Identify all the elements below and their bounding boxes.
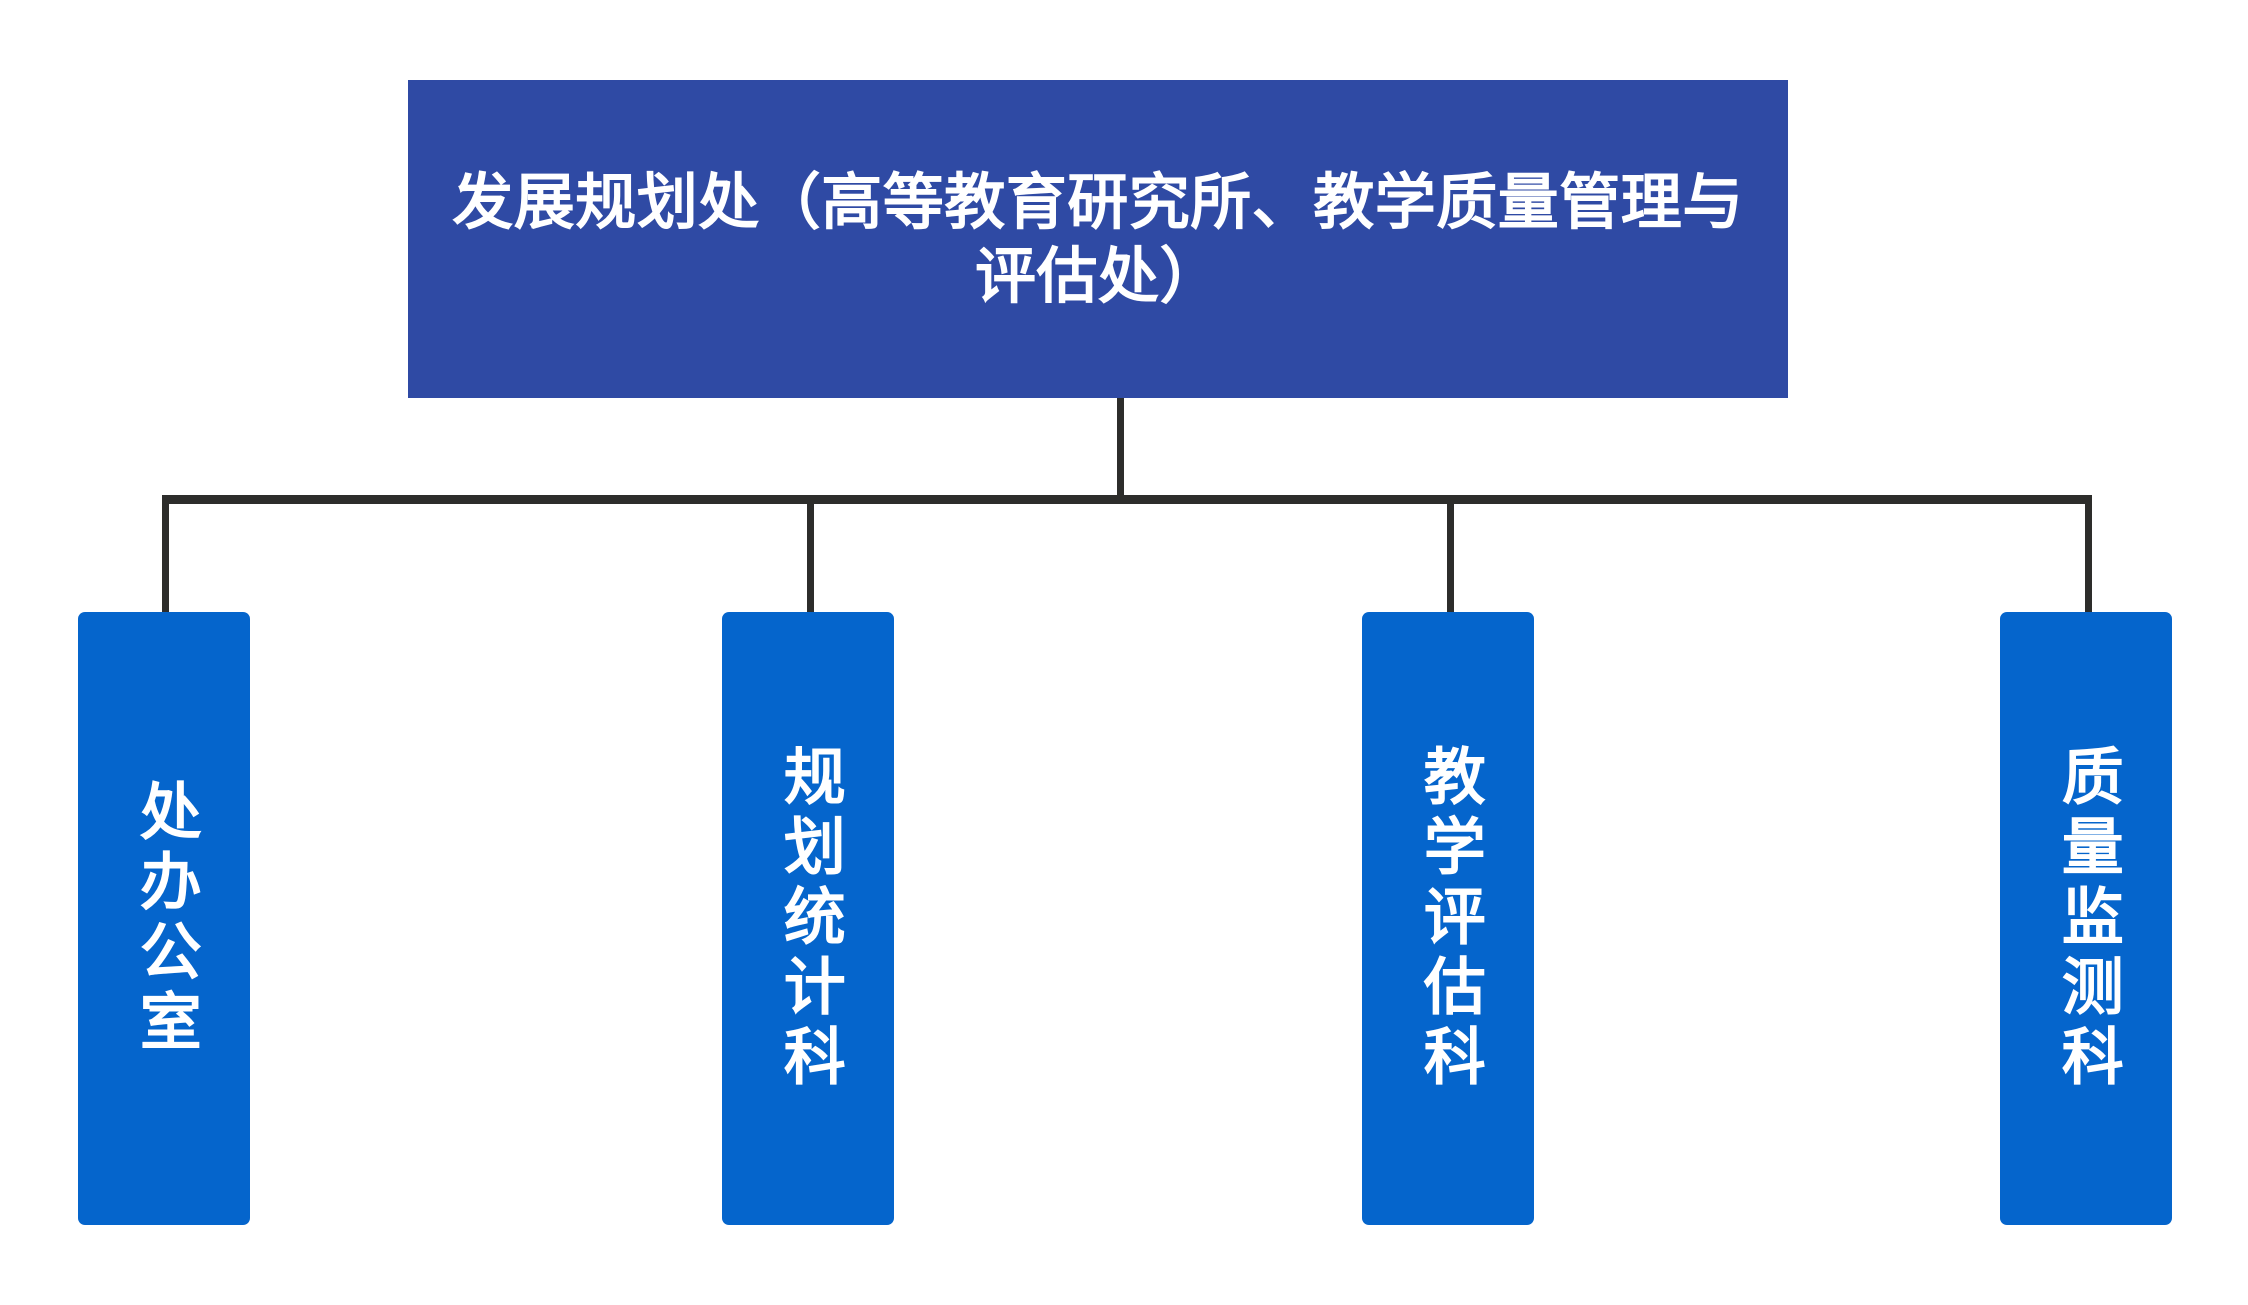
child-node-planning-statistics[interactable]: 规划统计科 [722, 612, 894, 1225]
connector-drop-1 [162, 495, 169, 612]
child-node-office[interactable]: 处办公室 [78, 612, 250, 1225]
child-node-teaching-evaluation[interactable]: 教学评估科 [1362, 612, 1534, 1225]
connector-horizontal-bus [162, 495, 2092, 504]
connector-drop-4 [2085, 495, 2092, 612]
root-node-development-planning-office[interactable]: 发展规划处（高等教育研究所、教学质量管理与评估处） [408, 80, 1788, 398]
connector-root-stem [1117, 398, 1124, 502]
child-node-label: 质量监测科 [2051, 743, 2121, 1094]
child-node-label: 教学评估科 [1413, 743, 1483, 1094]
child-node-label: 规划统计科 [773, 743, 843, 1094]
child-node-label: 处办公室 [129, 778, 199, 1059]
connector-drop-2 [807, 495, 814, 612]
root-node-label: 发展规划处（高等教育研究所、教学质量管理与评估处） [452, 167, 1744, 310]
connector-drop-3 [1447, 495, 1454, 612]
child-node-quality-monitoring[interactable]: 质量监测科 [2000, 612, 2172, 1225]
